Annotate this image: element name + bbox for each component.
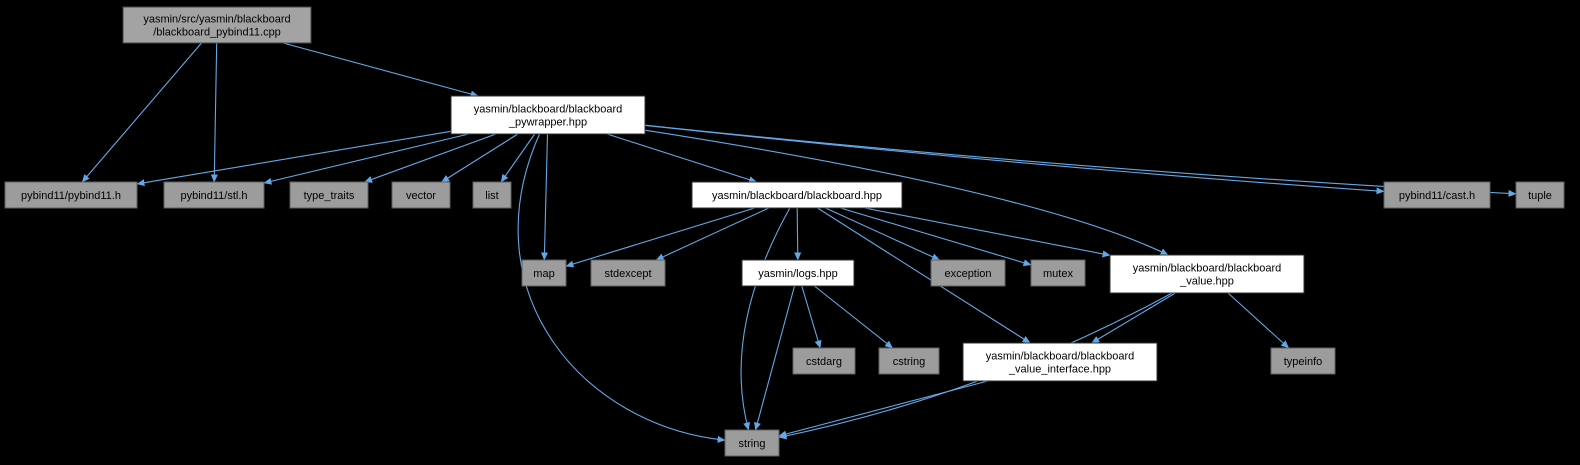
- node-label-pybind11-cast-h: pybind11/cast.h: [1399, 190, 1475, 202]
- node-label-blackboard-hpp: yasmin/blackboard/blackboard.hpp: [712, 190, 882, 202]
- node-blackboard-pybind11-cpp: yasmin/src/yasmin/blackboard/blackboard_…: [122, 6, 312, 44]
- node-label-cstring: cstring: [893, 356, 925, 368]
- node-box-mutex: [1030, 259, 1086, 287]
- node-box-blackboard-pywrapper-hpp[interactable]: [450, 95, 646, 135]
- node-label-blackboard-pybind11-cpp: yasmin/src/yasmin/blackboard/blackboard_…: [143, 14, 290, 39]
- node-label-logs-hpp: yasmin/logs.hpp: [758, 268, 838, 280]
- edge-blackboard-pywrapper-hpp--pybind11-cast-h: [644, 124, 1385, 195]
- node-vector: vector: [391, 181, 451, 209]
- node-box-blackboard-pybind11-cpp: [122, 6, 312, 44]
- edge-logs-hpp--string: [754, 285, 796, 431]
- node-box-pybind11-cast-h: [1383, 181, 1491, 209]
- node-box-stdexcept: [590, 259, 666, 287]
- edge-blackboard-pybind11-cpp--pybind11-pybind11-h: [81, 42, 202, 183]
- node-box-blackboard-value-hpp[interactable]: [1109, 254, 1305, 294]
- node-layer: yasmin/src/yasmin/blackboard/blackboard_…: [4, 6, 1565, 457]
- node-label-mutex: mutex: [1043, 268, 1073, 280]
- edge-blackboard-hpp--blackboard-value-interface-hpp: [817, 207, 1031, 344]
- node-cstring: cstring: [878, 347, 940, 375]
- edge-blackboard-pybind11-cpp--pybind11-stl-h: [210, 42, 218, 183]
- node-box-blackboard-value-interface-hpp[interactable]: [962, 342, 1158, 382]
- node-list: list: [472, 181, 512, 209]
- node-pybind11-cast-h: pybind11/cast.h: [1383, 181, 1491, 209]
- node-label-vector: vector: [406, 190, 436, 202]
- node-label-typeinfo: typeinfo: [1284, 356, 1323, 368]
- node-box-exception: [930, 259, 1006, 287]
- node-cstdarg: cstdarg: [792, 347, 856, 375]
- edge-blackboard-hpp--exception: [825, 207, 940, 261]
- node-box-map: [521, 259, 567, 287]
- node-exception: exception: [930, 259, 1006, 287]
- node-label-exception: exception: [944, 268, 991, 280]
- edge-logs-hpp--cstring: [814, 285, 893, 349]
- node-blackboard-value-interface-hpp[interactable]: yasmin/blackboard/blackboard_value_inter…: [962, 342, 1158, 382]
- node-label-blackboard-value-interface-hpp: yasmin/blackboard/blackboard_value_inter…: [986, 351, 1135, 376]
- node-label-list: list: [485, 190, 498, 202]
- node-box-typeinfo: [1270, 347, 1336, 375]
- node-label-stdexcept: stdexcept: [604, 268, 651, 280]
- node-label-tuple: tuple: [1528, 190, 1552, 202]
- node-mutex: mutex: [1030, 259, 1086, 287]
- node-map: map: [521, 259, 567, 287]
- edge-blackboard-pywrapper-hpp--vector: [441, 133, 519, 183]
- edge-logs-hpp--cstdarg: [801, 285, 822, 349]
- node-box-vector: [391, 181, 451, 209]
- node-box-cstring: [878, 347, 940, 375]
- edge-blackboard-value-hpp--typeinfo: [1227, 292, 1290, 349]
- node-type-traits: type_traits: [289, 181, 369, 209]
- node-box-logs-hpp[interactable]: [741, 259, 855, 287]
- edge-blackboard-hpp--map: [565, 207, 755, 268]
- node-box-list: [472, 181, 512, 209]
- edge-blackboard-hpp--logs-hpp: [794, 207, 802, 261]
- node-label-string: string: [739, 438, 766, 450]
- node-tuple: tuple: [1515, 181, 1565, 209]
- node-blackboard-pywrapper-hpp[interactable]: yasmin/blackboard/blackboard_pywrapper.h…: [450, 95, 646, 135]
- node-string: string: [724, 429, 780, 457]
- edge-layer: [81, 42, 1517, 443]
- node-blackboard-hpp[interactable]: yasmin/blackboard/blackboard.hpp: [691, 181, 903, 209]
- node-box-pybind11-stl-h: [163, 181, 265, 209]
- edge-blackboard-pywrapper-hpp--blackboard-value-hpp: [644, 129, 1169, 256]
- node-box-type-traits: [289, 181, 369, 209]
- node-stdexcept: stdexcept: [590, 259, 666, 287]
- edge-blackboard-pywrapper-hpp--list: [500, 133, 536, 183]
- node-label-blackboard-value-hpp: yasmin/blackboard/blackboard_value.hpp: [1133, 263, 1282, 288]
- edge-blackboard-value-hpp--blackboard-value-interface-hpp: [1091, 292, 1176, 344]
- node-label-cstdarg: cstdarg: [806, 356, 842, 368]
- edge-blackboard-hpp--string: [740, 207, 791, 431]
- node-pybind11-stl-h: pybind11/stl.h: [163, 181, 265, 209]
- node-label-pybind11-stl-h: pybind11/stl.h: [180, 190, 247, 202]
- node-box-cstdarg: [792, 347, 856, 375]
- node-label-map: map: [533, 268, 554, 280]
- node-box-pybind11-pybind11-h: [4, 181, 138, 209]
- node-label-type-traits: type_traits: [304, 190, 355, 202]
- edge-blackboard-hpp--mutex: [840, 207, 1032, 267]
- node-label-pybind11-pybind11-h: pybind11/pybind11.h: [21, 190, 121, 202]
- node-logs-hpp[interactable]: yasmin/logs.hpp: [741, 259, 855, 287]
- node-typeinfo: typeinfo: [1270, 347, 1336, 375]
- edge-blackboard-value-interface-hpp--string: [778, 380, 988, 438]
- node-blackboard-value-hpp[interactable]: yasmin/blackboard/blackboard_value.hpp: [1109, 254, 1305, 294]
- edge-blackboard-hpp--blackboard-value-hpp: [864, 207, 1111, 258]
- node-label-blackboard-pywrapper-hpp: yasmin/blackboard/blackboard_pywrapper.h…: [474, 104, 623, 129]
- node-box-blackboard-hpp[interactable]: [691, 181, 903, 209]
- node-box-string: [724, 429, 780, 457]
- edge-blackboard-pywrapper-hpp--map: [540, 133, 549, 261]
- edge-blackboard-pywrapper-hpp--string: [517, 133, 726, 443]
- edge-blackboard-hpp--stdexcept: [655, 207, 770, 261]
- node-box-tuple: [1515, 181, 1565, 209]
- node-pybind11-pybind11-h: pybind11/pybind11.h: [4, 181, 138, 209]
- edge-blackboard-pywrapper-hpp--blackboard-hpp: [606, 133, 757, 184]
- edge-blackboard-pywrapper-hpp--type-traits: [364, 133, 497, 183]
- edge-blackboard-pybind11-cpp--blackboard-pywrapper-hpp: [283, 42, 479, 98]
- edge-blackboard-pywrapper-hpp--pybind11-stl-h: [263, 133, 469, 185]
- edge-blackboard-pywrapper-hpp--pybind11-pybind11-h: [136, 130, 452, 187]
